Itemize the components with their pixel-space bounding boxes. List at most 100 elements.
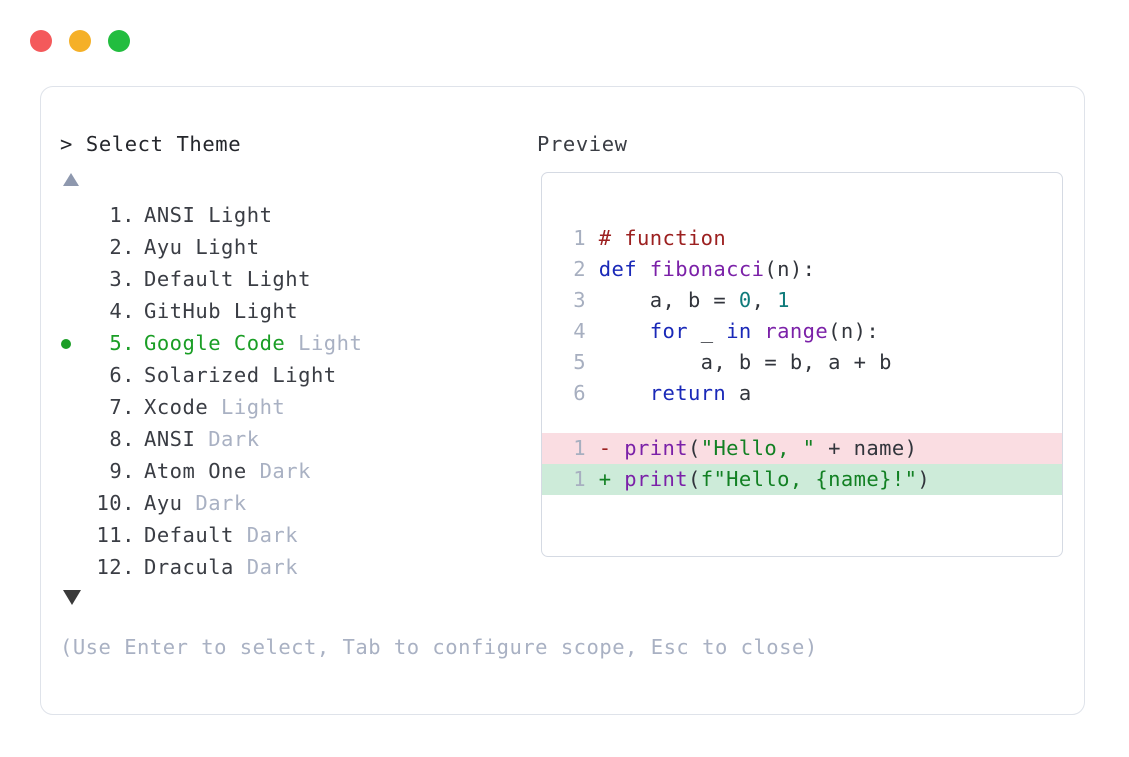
theme-list-item[interactable]: 11.Default Dark: [41, 519, 511, 551]
code-token: 1: [777, 288, 790, 312]
code-token: fibonacci: [649, 257, 765, 281]
code-token: "Hello, ": [700, 436, 816, 460]
theme-item-name: Atom One Dark: [144, 459, 311, 483]
code-token: [599, 381, 650, 405]
theme-list-item[interactable]: 9. Atom One Dark: [41, 455, 511, 487]
header-row: > Select Theme Preview: [41, 132, 1084, 158]
theme-item-variant: Dark: [233, 523, 299, 547]
code-token: return: [649, 381, 727, 405]
theme-item-number: 1.: [109, 203, 135, 227]
line-number: 5: [573, 350, 586, 374]
code-token: ,: [751, 288, 778, 312]
theme-list: 1. ANSI Light 2. Ayu Light 3. Default Light 4.…: [41, 199, 511, 583]
line-number: 3: [573, 288, 586, 312]
code-token: [599, 319, 650, 343]
theme-list-item[interactable]: 6. Solarized Light: [41, 359, 511, 391]
triangle-up-icon[interactable]: [63, 173, 79, 186]
code-gutter-space: [586, 350, 599, 374]
theme-item-name: Solarized Light: [144, 363, 337, 387]
code-gutter-space: [586, 257, 599, 281]
diff-marker: -: [586, 436, 625, 460]
code-token: in: [726, 319, 752, 343]
code-token: (n):: [764, 257, 816, 281]
theme-list-item[interactable]: 10. Ayu Dark: [41, 487, 511, 519]
theme-item-name: Google Code Light: [144, 331, 363, 355]
preview-label: Preview: [537, 132, 628, 156]
code-gutter-space: [586, 226, 599, 250]
theme-list-item[interactable]: 12.Dracula Dark: [41, 551, 511, 583]
theme-list-item[interactable]: 3. Default Light: [41, 263, 511, 295]
code-token: 0: [738, 288, 752, 312]
code-token: for: [649, 319, 688, 343]
theme-item-number: 11.: [96, 523, 135, 547]
code-token: # function: [598, 226, 727, 250]
code-token: _: [687, 319, 727, 343]
keyboard-hint: (Use Enter to select, Tab to configure s…: [60, 635, 818, 659]
code-token: (: [687, 436, 701, 460]
theme-picker-card: > Select Theme Preview 1. ANSI Light 2. Ayu…: [40, 86, 1085, 715]
code-token: def: [598, 257, 650, 281]
code-token: print: [624, 467, 688, 491]
diff-line-add: 1 + print(f"Hello, {name}!"): [542, 464, 1062, 495]
theme-list-item[interactable]: 4.GitHub Light: [41, 295, 511, 327]
line-number: 1: [573, 436, 586, 460]
code-blank-line: [542, 409, 1062, 433]
theme-list-item[interactable]: 8. ANSI Dark: [41, 423, 511, 455]
theme-list-item[interactable]: 1. ANSI Light: [41, 199, 511, 231]
theme-item-name: Ayu Light: [144, 235, 260, 259]
code-token: a: [726, 381, 752, 405]
selection-bullet-icon: [61, 339, 71, 349]
theme-item-number: 6.: [109, 363, 135, 387]
triangle-down-icon[interactable]: [63, 590, 81, 605]
code-line: 5 a, b = b, a + b: [542, 347, 1062, 378]
theme-item-number: 9.: [109, 459, 135, 483]
code-line: 6 return a: [542, 378, 1062, 409]
prompt-title: > Select Theme: [60, 132, 242, 156]
diff-marker: +: [586, 467, 625, 491]
minimize-button[interactable]: [69, 30, 91, 52]
code-token: f"Hello, {name}!": [700, 467, 918, 491]
code-gutter-space: [586, 381, 599, 405]
line-number: 6: [573, 381, 586, 405]
theme-item-number: 8.: [109, 427, 135, 451]
close-button[interactable]: [30, 30, 52, 52]
diff-line-del: 1 - print("Hello, " + name): [542, 433, 1062, 464]
theme-item-name: Default Light: [144, 267, 311, 291]
theme-item-variant: Dark: [233, 555, 299, 579]
code-token: a, b = b, a + b: [598, 350, 892, 374]
code-line: 4 for _ in range(n):: [542, 316, 1062, 347]
code-line: 1 # function: [542, 223, 1062, 254]
line-number: 1: [573, 467, 586, 491]
code-token: (: [687, 467, 701, 491]
theme-item-number: 7.: [109, 395, 135, 419]
code-token: range: [764, 319, 829, 343]
theme-item-number: 2.: [109, 235, 135, 259]
code-token: ): [917, 467, 931, 491]
theme-list-item[interactable]: 2. Ayu Light: [41, 231, 511, 263]
code-token: a, b =: [598, 288, 739, 312]
theme-item-number: 10.: [96, 491, 135, 515]
theme-list-item[interactable]: 7.Xcode Light: [41, 391, 511, 423]
code-line: 3 a, b = 0, 1: [542, 285, 1062, 316]
code-token: + name): [815, 436, 918, 460]
theme-item-name: Ayu Dark: [144, 491, 247, 515]
code-token: [752, 319, 765, 343]
theme-item-name: ANSI Dark: [144, 427, 260, 451]
maximize-button[interactable]: [108, 30, 130, 52]
window-traffic-lights: [30, 30, 130, 52]
theme-item-name: GitHub Light: [144, 299, 299, 323]
code-line: 2 def fibonacci(n):: [542, 254, 1062, 285]
theme-item-number: 3.: [109, 267, 135, 291]
code-token: (n):: [828, 319, 880, 343]
line-number: 2: [573, 257, 586, 281]
theme-item-variant: Dark: [246, 459, 311, 483]
theme-item-name: ANSI Light: [144, 203, 273, 227]
code-gutter-space: [586, 319, 599, 343]
theme-item-variant: Light: [208, 395, 286, 419]
theme-item-variant: Dark: [195, 427, 260, 451]
line-number: 1: [573, 226, 586, 250]
theme-item-variant: Light: [285, 331, 363, 355]
theme-item-number: 12.: [96, 555, 135, 579]
theme-list-item[interactable]: 5.Google Code Light: [41, 327, 511, 359]
